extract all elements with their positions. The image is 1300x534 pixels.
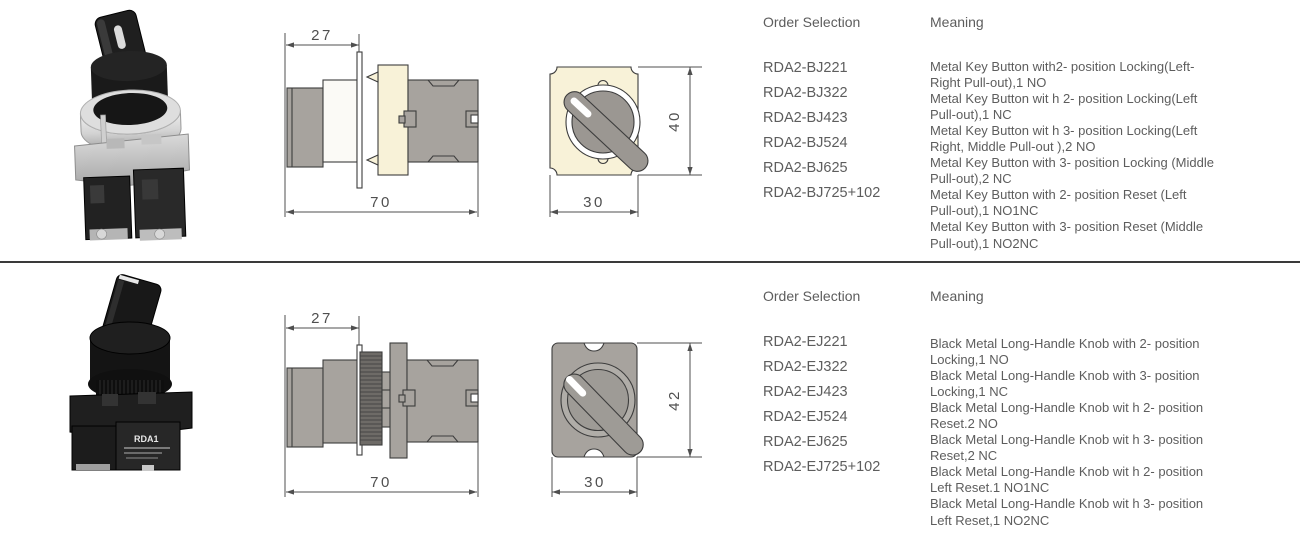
part-number: RDA2-BJ221: [763, 60, 848, 76]
part-number: RDA2-EJ524: [763, 409, 848, 426]
meaning-line: Reset,2 NC: [930, 448, 998, 464]
side-view-drawing-row2: 27 70: [284, 310, 479, 497]
panel-plate: [356, 51, 363, 189]
dim-label-27: 27: [311, 310, 333, 327]
meaning-line: Metal Key Button with 2- position Reset …: [930, 187, 1187, 203]
meaning-line: Locking,1 NO: [930, 352, 1009, 368]
meaning-line: Left Reset,1 NO2NC: [930, 512, 1050, 528]
meaning-line: Metal Key Button with2- position Locking…: [930, 59, 1195, 74]
meaning-line: Pull-out),1 NO2NC: [930, 235, 1039, 251]
part-number: RDA2-BJ524: [763, 135, 848, 152]
dim-label-70: 70: [370, 194, 392, 211]
collar-side: [322, 359, 358, 444]
meaning-line: Black Metal Long-Handle Knob wit h 2- po…: [930, 464, 1204, 480]
meaning-line: Left Reset.1 NO1NC: [930, 480, 1050, 496]
contact-blocks: RDA1: [71, 421, 181, 471]
meaning-line: Right, Middle Pull-out ),2 NO: [930, 139, 1096, 155]
meaning-line: Pull-out),1 NC: [930, 107, 1012, 123]
dim-label-30: 30: [583, 194, 605, 211]
part-number: RDA2-EJ423: [763, 384, 848, 401]
lever-indicator-slot: [118, 274, 140, 285]
meaning-line: Black Metal Long-Handle Knob wit h 3- po…: [930, 496, 1204, 512]
part-number: RDA2-EJ625: [763, 434, 848, 451]
meaning-line: Black Metal Long-Handle Knob wit h 3- po…: [930, 432, 1204, 448]
terminal-screws: [89, 228, 128, 241]
meaning-line: Metal Key Button wit h 2- position Locki…: [930, 91, 1198, 107]
product-photo-key-selector: [74, 9, 190, 241]
meaning-line: Black Metal Long-Handle Knob with 2- pos…: [930, 336, 1200, 351]
part-number: RDA2-BJ725+102: [763, 185, 881, 202]
front-view-drawing-row2: 42 30: [551, 342, 702, 497]
meaning-line: Black Metal Long-Handle Knob wit h 2- po…: [930, 400, 1204, 416]
knurled-nut: [359, 351, 383, 446]
meaning-header-row2: Meaning: [930, 288, 984, 304]
dim-label-42: 42: [666, 389, 683, 411]
meaning-list-row1: Metal Key Button with2- position Locking…: [930, 59, 1214, 252]
contact-blocks: [83, 167, 187, 241]
part-number: RDA2-EJ725+102: [763, 459, 881, 476]
lever-indicator-slot: [113, 25, 126, 49]
product-photo-long-handle-knob: RDA1: [69, 274, 193, 471]
part-number: RDA2-BJ625: [763, 160, 848, 177]
meaning-line: Metal Key Button wit h 3- position Locki…: [930, 123, 1198, 139]
handle-indicator-slot: [565, 375, 587, 397]
switch-assembly: [74, 9, 190, 241]
latch-clip-bottom: [365, 154, 379, 166]
terminal-screws: [76, 464, 110, 470]
collar-side: [322, 79, 358, 163]
knob-side: [286, 87, 324, 168]
dim-label-27: 27: [311, 27, 333, 44]
order-selection-header-row2: Order Selection: [763, 288, 861, 304]
part-number-list-row2: RDA2-EJ221 RDA2-EJ322 RDA2-EJ423 RDA2-EJ…: [763, 334, 880, 485]
dim-label-70: 70: [370, 474, 392, 491]
meaning-line: Black Metal Long-Handle Knob with 3- pos…: [930, 368, 1200, 384]
part-number: RDA2-EJ322: [763, 359, 848, 376]
dim-label-40: 40: [666, 110, 683, 132]
part-number-list-row1: RDA2-BJ221 RDA2-BJ322 RDA2-BJ423 RDA2-BJ…: [763, 60, 880, 211]
meaning-list-row2: Black Metal Long-Handle Knob with 2- pos…: [930, 336, 1203, 529]
part-number: RDA2-BJ423: [763, 110, 848, 127]
plate-notch-top: [583, 342, 605, 352]
front-view-drawing-row1: 40 30: [549, 66, 702, 217]
side-view-drawing-row1: 27 70: [284, 27, 479, 217]
handle-indicator-slot: [570, 97, 592, 118]
meaning-line: Pull-out),1 NO1NC: [930, 203, 1039, 219]
part-number: RDA2-BJ322: [763, 85, 848, 102]
block-label: RDA1: [134, 434, 159, 444]
meaning-line: Locking,1 NC: [930, 384, 1009, 400]
meaning-line: Metal Key Button with 3- position Reset …: [930, 219, 1204, 235]
meaning-line: Right Pull-out),1 NO: [930, 75, 1047, 91]
meaning-line: Metal Key Button with 3- position Lockin…: [930, 155, 1214, 171]
meaning-line: Pull-out),2 NC: [930, 171, 1012, 187]
plate-notch-bottom: [583, 448, 605, 458]
order-selection-header-row1: Order Selection: [763, 14, 861, 30]
dim-label-30: 30: [584, 474, 606, 491]
meaning-header-row1: Meaning: [930, 14, 984, 30]
meaning-line: Reset.2 NO: [930, 416, 998, 432]
knob-side: [286, 367, 324, 448]
row-divider: [0, 261, 1300, 263]
part-number: RDA2-EJ221: [763, 334, 848, 350]
latch-clip-top: [365, 71, 379, 83]
